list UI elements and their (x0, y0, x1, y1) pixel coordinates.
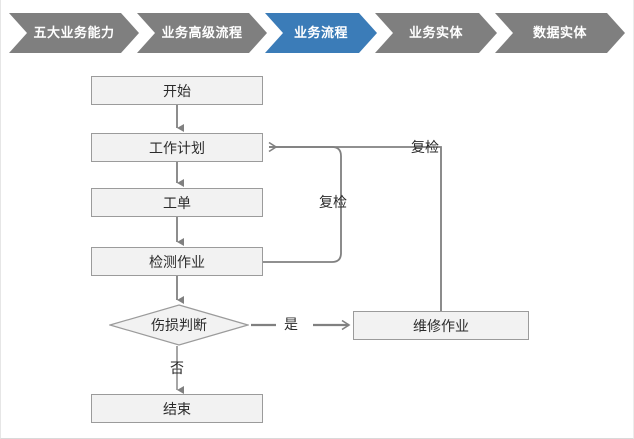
breadcrumb-item-label: 业务高级流程 (161, 25, 243, 40)
flow-node-work-plan[interactable]: 工作计划 (91, 133, 263, 162)
chevron-shape-icon (375, 13, 497, 53)
breadcrumb-item-label: 五大业务能力 (33, 25, 115, 40)
flow-node-label: 维修作业 (413, 317, 469, 334)
breadcrumb-item-label: 数据实体 (532, 25, 587, 40)
breadcrumb-item-label: 业务流程 (293, 25, 348, 40)
breadcrumb: 五大业务能力 业务高级流程 业务流程 业务实体 数据实体 (1, 13, 633, 53)
chevron-shape-icon (265, 13, 377, 53)
chevron-shape-icon (495, 13, 625, 53)
flow-node-work-order[interactable]: 工单 (91, 188, 263, 217)
edge-label-no: 否 (170, 360, 184, 376)
breadcrumb-item-1[interactable]: 五大业务能力 (9, 13, 139, 53)
chevron-shape-icon (9, 13, 139, 53)
flow-node-label: 工作计划 (149, 139, 205, 156)
flow-node-end[interactable]: 结束 (91, 394, 263, 423)
flow-node-start[interactable]: 开始 (91, 76, 263, 105)
breadcrumb-item-4[interactable]: 业务实体 (375, 13, 497, 53)
flow-node-label: 工单 (163, 194, 191, 211)
edge-label-recheck-outer: 复检 (411, 139, 439, 155)
flow-node-repair-task[interactable]: 维修作业 (353, 311, 529, 340)
breadcrumb-item-label: 业务实体 (408, 25, 463, 40)
breadcrumb-item-2[interactable]: 业务高级流程 (137, 13, 267, 53)
edge-label-yes: 是 (284, 316, 298, 332)
flow-node-label: 检测作业 (149, 253, 205, 270)
chevron-shape-icon (137, 13, 267, 53)
flow-node-label: 开始 (163, 82, 191, 99)
edge-recheck-outer (269, 146, 442, 311)
edge-label-recheck-inner: 复检 (319, 194, 347, 210)
flow-node-label: 伤损判断 (151, 317, 207, 333)
breadcrumb-item-3-active[interactable]: 业务流程 (265, 13, 377, 53)
flow-node-inspection-task[interactable]: 检测作业 (91, 247, 263, 276)
breadcrumb-item-5[interactable]: 数据实体 (495, 13, 625, 53)
diamond-shape-icon (109, 304, 249, 346)
flow-node-label: 结束 (163, 400, 191, 417)
flow-node-damage-decision[interactable]: 伤损判断 (109, 304, 249, 346)
